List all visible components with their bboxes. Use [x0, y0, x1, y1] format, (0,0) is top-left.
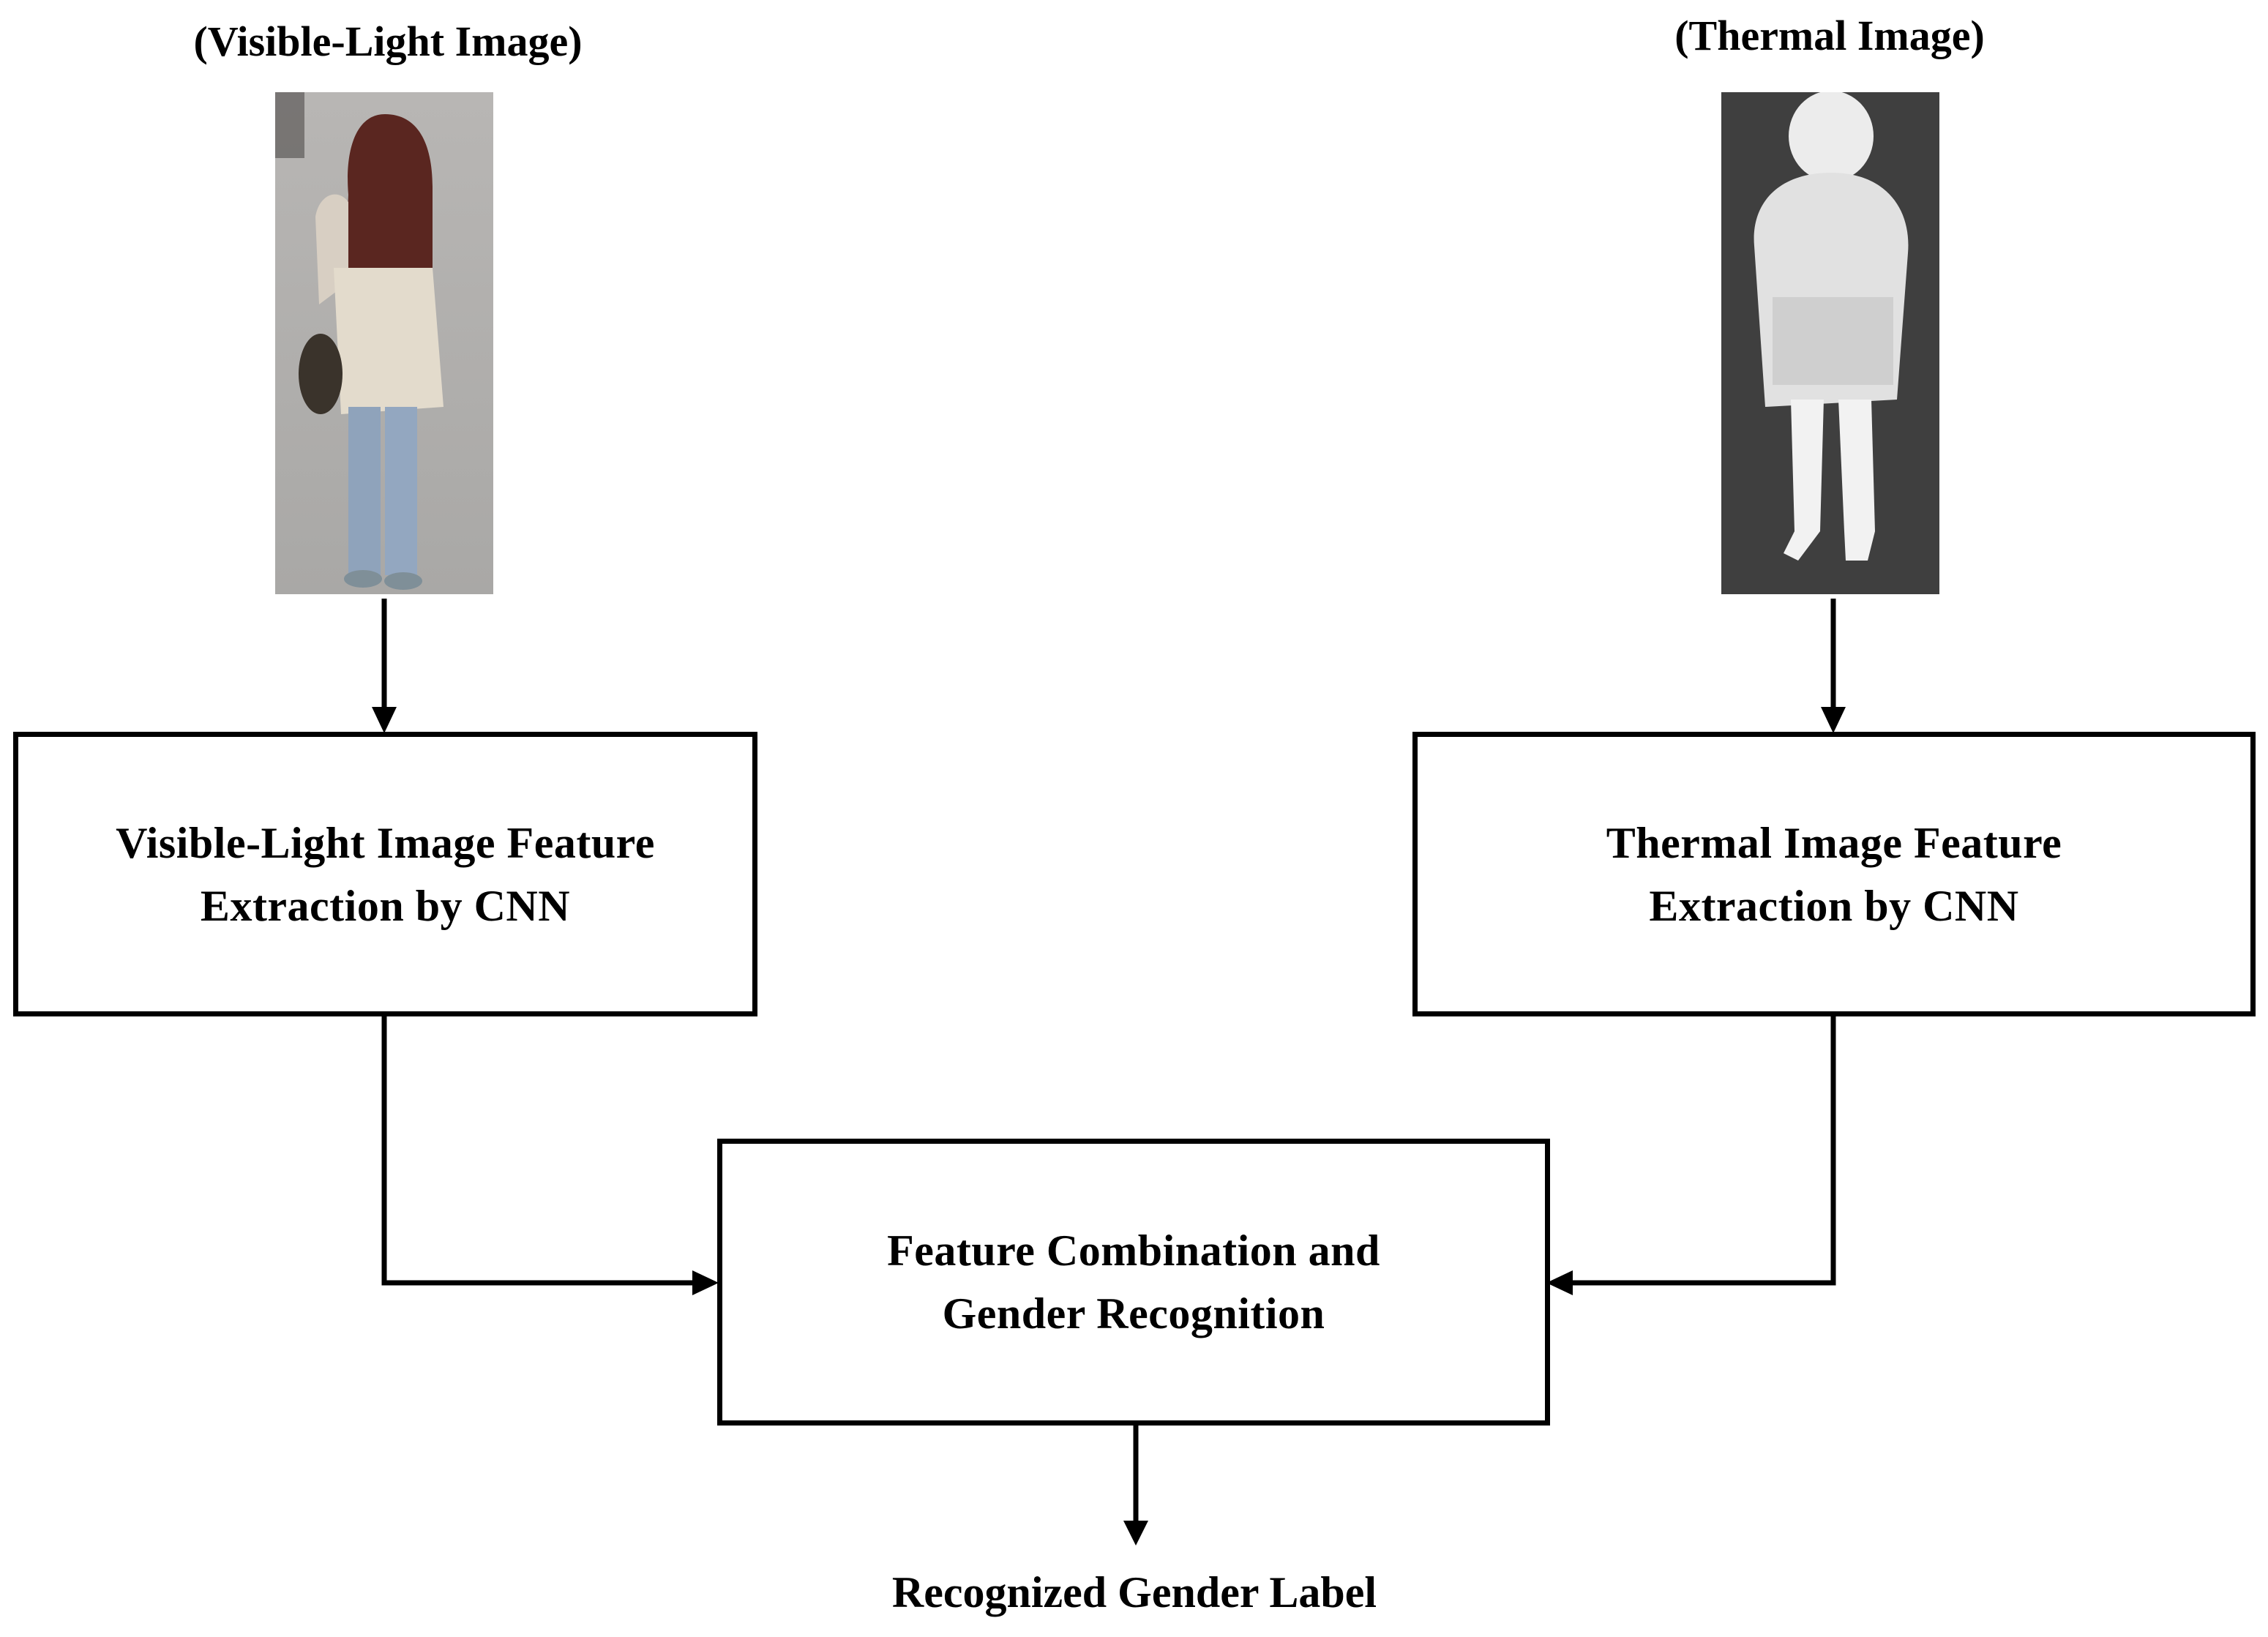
thermal-feature-line1: Thermal Image Feature — [1606, 818, 2062, 867]
combination-line1: Feature Combination and — [887, 1226, 1380, 1275]
visible-feature-line1: Visible-Light Image Feature — [116, 818, 655, 867]
visible-light-photo — [275, 92, 493, 594]
feature-combination-box: Feature Combination and Gender Recogniti… — [717, 1139, 1550, 1426]
visible-image-caption: (Visible-Light Image) — [193, 18, 583, 65]
thermal-feature-line2: Extraction by CNN — [1649, 881, 2019, 930]
visible-feature-extraction-box: Visible-Light Image Feature Extraction b… — [13, 732, 757, 1016]
thermal-photo — [1721, 92, 1939, 594]
recognized-gender-label: Recognized Gender Label — [891, 1568, 1377, 1617]
thermal-image-caption: (Thermal Image) — [1674, 12, 1985, 59]
combination-line2: Gender Recognition — [942, 1289, 1325, 1338]
thermal-feature-extraction-box: Thermal Image Feature Extraction by CNN — [1412, 732, 2256, 1016]
visible-feature-line2: Extraction by CNN — [200, 881, 571, 930]
